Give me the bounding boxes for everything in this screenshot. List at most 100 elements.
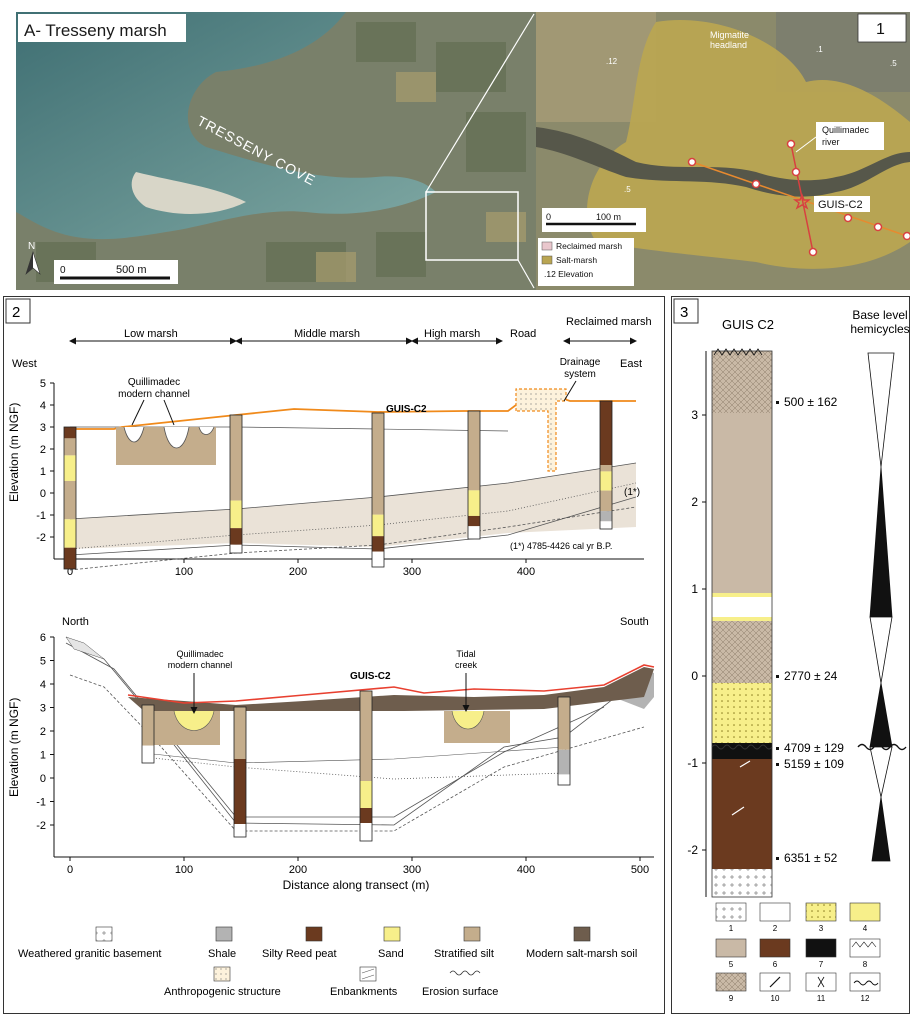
we-ytick: -1	[36, 510, 46, 522]
ns-ytick: 4	[40, 679, 46, 691]
zone-middle-marsh: Middle marsh	[294, 328, 360, 340]
core-panel-number: 3	[680, 304, 688, 321]
core-ytick: 1	[691, 582, 698, 596]
we-ytick: 1	[40, 466, 46, 478]
ns-ytick: 2	[40, 726, 46, 738]
core-ytick: 2	[691, 495, 698, 509]
ns-xtick: 300	[403, 864, 421, 876]
erosion-surface-icon	[450, 971, 480, 975]
migmatite-label-1: Migmatite	[710, 30, 749, 40]
core-legend-number: 8	[863, 960, 868, 969]
inset-core-label: GUIS-C2	[818, 199, 863, 211]
core-legend-number: 4	[863, 924, 868, 933]
migmatite-label-2: headland	[710, 40, 747, 50]
core-ytick: -1	[687, 756, 698, 770]
ns-ytick: 5	[40, 656, 46, 668]
core-date-label: 6351 ± 52	[784, 851, 838, 865]
spot-elevation-c: .5	[624, 185, 631, 194]
core-figure: 3 GUIS C2 Base level hemicycles 3210-1-2…	[672, 297, 909, 1013]
legend-erosion: Erosion surface	[422, 986, 498, 998]
hemicycle-diagram	[858, 353, 906, 861]
we-ytick: 3	[40, 422, 46, 434]
we-drainage-label-2: system	[564, 369, 596, 380]
zone-header: Low marsh Middle marsh High marsh Road R…	[70, 316, 652, 341]
we-ytick: 5	[40, 378, 46, 390]
legend-modern-soil: Modern salt-marsh soil	[526, 948, 637, 960]
we-core-5	[600, 401, 612, 529]
core-legend-number: 2	[773, 924, 778, 933]
ns-xlabel: Distance along transect (m)	[283, 878, 430, 892]
ns-ytick: -1	[36, 797, 46, 809]
core-title: GUIS C2	[722, 317, 774, 332]
zone-low-marsh: Low marsh	[124, 328, 178, 340]
legend-weathered-granite: Weathered granitic basement	[18, 948, 162, 960]
ns-ytick: 6	[40, 632, 46, 644]
scale-label: 500 m	[116, 264, 147, 276]
we-channel-label-1: Quillimadec	[128, 377, 180, 388]
we-ylabel: Elevation (m NGF)	[7, 403, 21, 502]
ns-xtick: 100	[175, 864, 193, 876]
map-panel: A- Tresseny marsh TRESSENY COVE N 0 500 …	[16, 12, 910, 290]
we-core-2	[230, 415, 242, 553]
ns-ylabel: Elevation (m NGF)	[7, 698, 21, 797]
ns-xtick: 200	[289, 864, 307, 876]
core-legend-number: 3	[819, 924, 824, 933]
inset-map: 1 Migmatite headland Quillimadec river G…	[536, 12, 910, 290]
core-ytick: 3	[691, 408, 698, 422]
ns-creek-label-1: Tidal	[456, 649, 475, 659]
legend-anthropogenic: Anthropogenic structure	[164, 986, 281, 998]
we-date-note: (1*) 4785-4426 cal yr B.P.	[510, 541, 612, 551]
core-date-label: 2770 ± 24	[784, 669, 838, 683]
core-legend-number: 9	[729, 994, 734, 1003]
spot-elevation-d: .1	[816, 45, 823, 54]
we-core-3	[372, 413, 384, 567]
spot-elevation-b: .5	[890, 59, 897, 68]
core-legend-number: 7	[819, 960, 824, 969]
we-drainage-label-1: Drainage	[560, 357, 601, 368]
we-core-label: GUIS-C2	[386, 404, 427, 415]
core-column	[712, 349, 772, 897]
ns-xtick: 500	[631, 864, 649, 876]
ns-core-1	[142, 705, 154, 763]
we-core-1	[64, 427, 76, 569]
core-legend-number: 10	[771, 994, 780, 1003]
ns-channel-label-2: modern channel	[168, 660, 233, 670]
we-ytick: 2	[40, 444, 46, 456]
we-east-label: East	[620, 358, 642, 370]
inset-legend-saltmarsh: Salt-marsh	[556, 255, 597, 265]
core-ytick: -2	[687, 843, 698, 857]
zone-reclaimed-marsh: Reclaimed marsh	[566, 316, 652, 328]
core-ytick: 0	[691, 669, 698, 683]
legend-shale: Shale	[208, 948, 236, 960]
map-figure: A- Tresseny marsh TRESSENY COVE N 0 500 …	[16, 12, 910, 290]
river-label-2: river	[822, 137, 840, 147]
inset-legend-reclaimed: Reclaimed marsh	[556, 241, 622, 251]
we-xtick: 200	[289, 566, 307, 578]
we-core-4	[468, 411, 480, 539]
ns-creek-label-2: creek	[455, 660, 478, 670]
ns-ytick: -2	[36, 820, 46, 832]
core-legend-number: 11	[817, 994, 826, 1003]
legend-embankments: Enbankments	[330, 986, 398, 998]
river-label-1: Quillimadec	[822, 125, 870, 135]
core-date-label: 4709 ± 129	[784, 741, 844, 755]
ns-south-label: South	[620, 616, 649, 628]
transect-panel: 2 Low marsh Middle marsh High marsh Road…	[3, 296, 665, 1014]
core-date-label: 500 ± 162	[784, 395, 838, 409]
core-legend-number: 1	[729, 924, 734, 933]
transect-legend: Weathered granitic basement Shale Silty …	[18, 927, 637, 998]
ns-north-label: North	[62, 616, 89, 628]
core-legend-number: 12	[861, 994, 870, 1003]
ns-core-3	[360, 691, 372, 841]
ns-core-4	[558, 697, 570, 785]
hemicycle-title-1: Base level	[852, 308, 907, 322]
svg-text:0: 0	[60, 265, 66, 276]
we-xtick: 100	[175, 566, 193, 578]
we-date-tag: (1*)	[624, 487, 640, 498]
zone-high-marsh: High marsh	[424, 328, 480, 340]
ns-channel-label-1: Quillimadec	[176, 649, 224, 659]
legend-reed-peat: Silty Reed peat	[262, 948, 337, 960]
we-ytick: 4	[40, 400, 46, 412]
